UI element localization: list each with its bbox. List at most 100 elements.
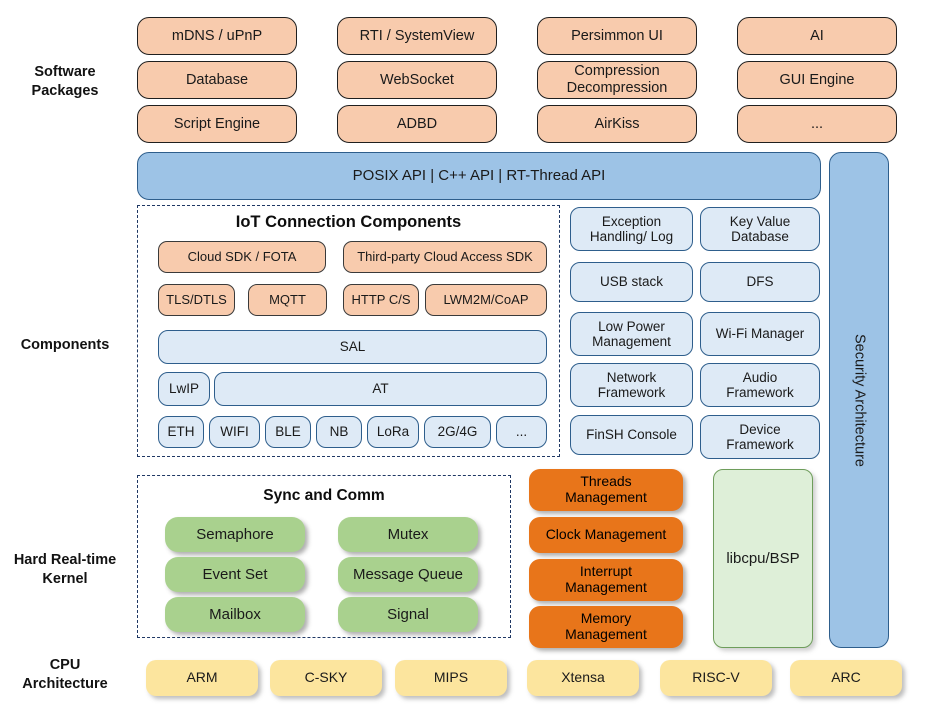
cpu-arch-xtensa[interactable]: Xtensa bbox=[527, 660, 639, 696]
kernel-threads-line2: Management bbox=[565, 489, 647, 505]
iot-at[interactable]: AT bbox=[214, 372, 547, 406]
sync-and-comm-title: Sync and Comm bbox=[263, 487, 385, 504]
component-exception-text: Exception Handling/ Log bbox=[590, 214, 673, 245]
kernel-message-queue[interactable]: Message Queue bbox=[338, 557, 478, 592]
sync-and-comm-group bbox=[137, 475, 511, 638]
component-device-text: Device Framework bbox=[726, 422, 794, 453]
component-keyvalue-line1: Key Value bbox=[729, 213, 791, 229]
iot-link-nb[interactable]: NB bbox=[316, 416, 362, 448]
component-exception-line1: Exception bbox=[601, 213, 662, 229]
cpu-arch-mips[interactable]: MIPS bbox=[395, 660, 507, 696]
kernel-event-set[interactable]: Event Set bbox=[165, 557, 305, 592]
kernel-mailbox[interactable]: Mailbox bbox=[165, 597, 305, 632]
kernel-semaphore[interactable]: Semaphore bbox=[165, 517, 305, 552]
component-network-line2: Framework bbox=[597, 385, 666, 400]
iot-http-cs[interactable]: HTTP C/S bbox=[343, 284, 419, 316]
kernel-interrupt-text: Interrupt Management bbox=[565, 563, 647, 596]
component-usb-stack[interactable]: USB stack bbox=[570, 262, 693, 302]
libcpu-bsp[interactable]: libcpu/BSP bbox=[713, 469, 813, 648]
iot-third-party-cloud-access-sdk[interactable]: Third-party Cloud Access SDK bbox=[343, 241, 547, 273]
api-layer-bar[interactable]: POSIX API | C++ API | RT-Thread API bbox=[137, 152, 821, 200]
component-lowpower-line2: Management bbox=[592, 334, 671, 349]
kernel-mutex[interactable]: Mutex bbox=[338, 517, 478, 552]
component-wifi-manager[interactable]: Wi-Fi Manager bbox=[700, 312, 820, 356]
component-finsh-console[interactable]: FinSH Console bbox=[570, 415, 693, 455]
rail-label-software-packages: Software Packages bbox=[0, 63, 130, 101]
kernel-threads-line1: Threads bbox=[580, 473, 632, 490]
iot-lwm2m-coap[interactable]: LWM2M/CoAP bbox=[425, 284, 547, 316]
kernel-threads-management[interactable]: Threads Management bbox=[529, 469, 683, 511]
component-audio-framework[interactable]: Audio Framework bbox=[700, 363, 820, 407]
package-script-engine[interactable]: Script Engine bbox=[137, 105, 297, 143]
kernel-memory-management[interactable]: Memory Management bbox=[529, 606, 683, 648]
component-audio-line2: Framework bbox=[726, 385, 794, 400]
iot-group-title: IoT Connection Components bbox=[235, 213, 462, 231]
security-architecture-label: Security Architecture bbox=[851, 333, 868, 467]
cpu-arch-arc[interactable]: ARC bbox=[790, 660, 902, 696]
component-network-text: Network Framework bbox=[598, 370, 666, 401]
component-network-line1: Network bbox=[606, 369, 657, 385]
component-audio-text: Audio Framework bbox=[726, 370, 794, 401]
rail-label-components: Components bbox=[20, 337, 110, 353]
package-adbd[interactable]: ADBD bbox=[337, 105, 497, 143]
package-compression-line1: Compression bbox=[574, 63, 660, 80]
rail-label-cpu-line1: CPU bbox=[49, 657, 81, 673]
package-database[interactable]: Database bbox=[137, 61, 297, 99]
component-device-framework[interactable]: Device Framework bbox=[700, 415, 820, 459]
kernel-signal[interactable]: Signal bbox=[338, 597, 478, 632]
rail-label-kernel-line1: Hard Real-time bbox=[13, 552, 117, 568]
kernel-memory-line2: Management bbox=[565, 626, 647, 642]
security-architecture-bar[interactable]: Security Architecture bbox=[829, 152, 889, 648]
package-more[interactable]: ... bbox=[737, 105, 897, 143]
iot-link-more[interactable]: ... bbox=[496, 416, 547, 448]
package-compression-decompression[interactable]: Compression Decompression bbox=[537, 61, 697, 99]
iot-mqtt[interactable]: MQTT bbox=[248, 284, 327, 316]
kernel-threads-text: Threads Management bbox=[565, 473, 647, 506]
component-audio-line1: Audio bbox=[742, 369, 778, 385]
rail-label-software-packages-line1: Software bbox=[34, 64, 96, 80]
iot-link-lora[interactable]: LoRa bbox=[367, 416, 419, 448]
component-keyvalue-line2: Database bbox=[731, 229, 789, 244]
cpu-arch-arm[interactable]: ARM bbox=[146, 660, 258, 696]
iot-link-wifi[interactable]: WIFI bbox=[209, 416, 260, 448]
component-lowpower-line1: Low Power bbox=[598, 318, 665, 334]
iot-link-ble[interactable]: BLE bbox=[265, 416, 311, 448]
iot-link-2g-4g[interactable]: 2G/4G bbox=[424, 416, 491, 448]
package-airkiss[interactable]: AirKiss bbox=[537, 105, 697, 143]
package-persimmon-ui[interactable]: Persimmon UI bbox=[537, 17, 697, 55]
component-keyvalue-text: Key Value Database bbox=[730, 214, 791, 245]
iot-connection-components-group bbox=[137, 205, 560, 457]
package-mdns-upnp[interactable]: mDNS / uPnP bbox=[137, 17, 297, 55]
cpu-arch-risc-v[interactable]: RISC-V bbox=[660, 660, 772, 696]
component-dfs[interactable]: DFS bbox=[700, 262, 820, 302]
rail-label-software-packages-line2: Packages bbox=[31, 83, 99, 100]
rail-label-kernel-line2: Kernel bbox=[42, 571, 88, 588]
package-gui-engine[interactable]: GUI Engine bbox=[737, 61, 897, 99]
component-device-line2: Framework bbox=[726, 437, 794, 452]
rail-label-kernel: Hard Real-time Kernel bbox=[0, 551, 130, 589]
iot-cloud-sdk-fota[interactable]: Cloud SDK / FOTA bbox=[158, 241, 326, 273]
iot-tls-dtls[interactable]: TLS/DTLS bbox=[158, 284, 235, 316]
component-key-value-database[interactable]: Key Value Database bbox=[700, 207, 820, 251]
iot-lwip[interactable]: LwIP bbox=[158, 372, 210, 406]
kernel-interrupt-line2: Management bbox=[565, 579, 647, 595]
kernel-interrupt-management[interactable]: Interrupt Management bbox=[529, 559, 683, 601]
package-rti-systemview[interactable]: RTI / SystemView bbox=[337, 17, 497, 55]
kernel-clock-management[interactable]: Clock Management bbox=[529, 517, 683, 553]
iot-link-eth[interactable]: ETH bbox=[158, 416, 204, 448]
iot-sal[interactable]: SAL bbox=[158, 330, 547, 364]
rail-label-cpu-architecture: CPU Architecture bbox=[0, 656, 130, 694]
kernel-interrupt-line1: Interrupt bbox=[579, 563, 633, 580]
component-network-framework[interactable]: Network Framework bbox=[570, 363, 693, 407]
component-low-power-management[interactable]: Low Power Management bbox=[570, 312, 693, 356]
package-websocket[interactable]: WebSocket bbox=[337, 61, 497, 99]
component-exception-line2: Handling/ Log bbox=[589, 229, 674, 244]
package-compression-line2: Decompression bbox=[566, 80, 668, 96]
rail-label-cpu-line2: Architecture bbox=[22, 676, 108, 693]
cpu-arch-c-sky[interactable]: C-SKY bbox=[270, 660, 382, 696]
package-compression-text: Compression Decompression bbox=[567, 63, 668, 96]
package-ai[interactable]: AI bbox=[737, 17, 897, 55]
component-device-line1: Device bbox=[739, 421, 781, 437]
component-exception-handling-log[interactable]: Exception Handling/ Log bbox=[570, 207, 693, 251]
